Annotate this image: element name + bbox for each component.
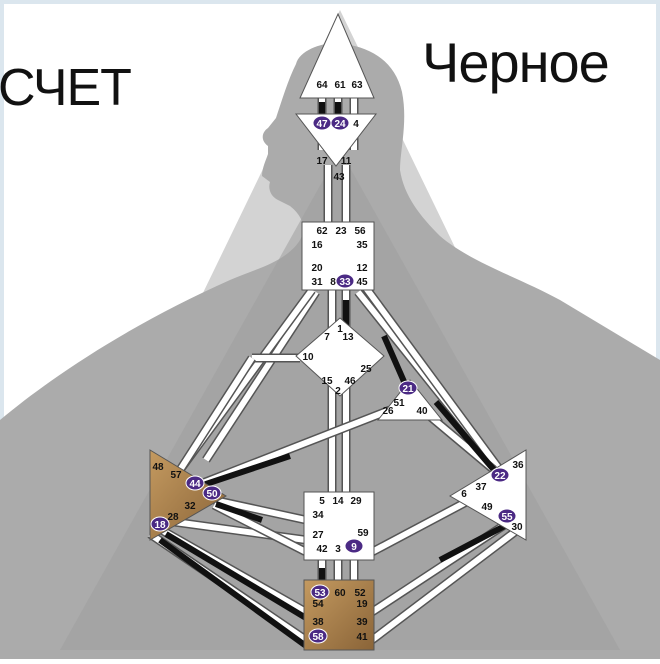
head-center [299, 12, 375, 99]
gate-number: 60 [334, 588, 346, 599]
gate-number: 53 [314, 588, 326, 599]
gate-highlight-badge [335, 273, 355, 289]
gate-number: 39 [356, 617, 368, 628]
right-heading: Черное [422, 31, 610, 94]
gate-number: 10 [302, 352, 314, 363]
gate-number: 29 [350, 496, 362, 507]
gate-number: 46 [344, 376, 356, 387]
gate-number: 8 [330, 277, 336, 288]
gate-highlight-badge [497, 508, 517, 524]
gate-number: 17 [316, 156, 328, 167]
gate-number: 1 [337, 324, 343, 335]
gate-number: 16 [311, 240, 323, 251]
channel-core [363, 286, 503, 472]
gate-highlight-badge [202, 485, 222, 501]
gate-highlight-badge [330, 115, 350, 131]
gate-number: 64 [316, 80, 328, 91]
gate-number: 57 [170, 470, 182, 481]
channel-core [370, 497, 472, 555]
activation-segment [158, 537, 308, 649]
gate-number: 35 [356, 240, 368, 251]
gate-number: 33 [339, 277, 351, 288]
gate-number: 52 [354, 588, 366, 599]
gate-number: 38 [312, 617, 324, 628]
gate-number: 54 [312, 599, 324, 610]
g-center [295, 317, 385, 397]
gate-number: 34 [312, 510, 324, 521]
heart-center [376, 379, 444, 421]
gate-number: 47 [316, 119, 328, 130]
gate-number: 26 [382, 406, 394, 417]
gate-highlight-badge [344, 538, 364, 554]
gate-highlight-badge [185, 475, 205, 491]
gate-number: 6 [461, 489, 467, 500]
gate-number: 45 [356, 277, 368, 288]
channel-core [177, 356, 255, 472]
gate-number: 19 [356, 599, 368, 610]
gate-number: 44 [189, 479, 201, 490]
gate-highlight-badge [310, 584, 330, 600]
channel-core [188, 407, 392, 491]
activation-segment [199, 453, 291, 489]
channel-core [370, 525, 522, 643]
gate-number: 27 [312, 530, 324, 541]
spleen-center [149, 449, 227, 541]
gate-number: 59 [357, 528, 369, 539]
gate-number: 55 [501, 512, 513, 523]
gate-number: 63 [351, 80, 363, 91]
gate-number: 32 [184, 501, 196, 512]
activation-segment [438, 519, 514, 563]
gate-number: 7 [324, 332, 330, 343]
gate-number: 48 [152, 462, 164, 473]
gate-number: 3 [335, 544, 341, 555]
gate-number: 42 [316, 544, 328, 555]
activation-segment [164, 531, 308, 621]
gate-number: 18 [154, 520, 166, 531]
gate-number: 28 [167, 512, 179, 523]
left-heading: СЧЕТ [0, 59, 132, 117]
gate-number: 23 [335, 226, 347, 237]
gate-number: 30 [511, 522, 523, 533]
gate-highlight-badge [150, 516, 170, 532]
gate-number: 37 [475, 482, 487, 493]
gate-number: 50 [206, 489, 218, 500]
gate-highlight-badge [398, 380, 418, 396]
gate-number: 20 [311, 263, 323, 274]
channel-core [203, 290, 319, 462]
channel-lines [147, 98, 523, 649]
gate-number: 4 [353, 119, 359, 130]
gate-number: 49 [481, 502, 493, 513]
gate-number: 25 [360, 364, 372, 375]
gate-number: 15 [321, 376, 333, 387]
activation-segment [215, 501, 263, 523]
gate-number: 62 [316, 226, 328, 237]
gate-number: 2 [335, 386, 341, 397]
gate-number: 40 [416, 406, 428, 417]
gate-number: 9 [351, 542, 357, 553]
gate-number: 56 [354, 226, 366, 237]
gate-highlight-badge [308, 628, 328, 644]
channel-core [213, 497, 307, 523]
gate-number: 43 [333, 172, 345, 183]
gate-number: 14 [332, 496, 344, 507]
gate-number: 51 [393, 398, 405, 409]
gate-number: 41 [356, 632, 368, 643]
gate-number: 31 [311, 277, 323, 288]
gate-number: 24 [334, 119, 346, 130]
gate-number: 58 [312, 632, 324, 643]
gate-number: 13 [342, 332, 354, 343]
gate-highlight-badge [490, 467, 510, 483]
gate-number: 36 [512, 460, 524, 471]
gate-number: 5 [319, 496, 325, 507]
channel-core [212, 502, 308, 555]
gate-number: 21 [402, 384, 414, 395]
gate-number: 11 [341, 156, 352, 167]
gate-number: 22 [494, 471, 506, 482]
gate-number: 61 [334, 80, 346, 91]
activation-segment [433, 400, 497, 472]
gate-number: 12 [356, 263, 368, 274]
